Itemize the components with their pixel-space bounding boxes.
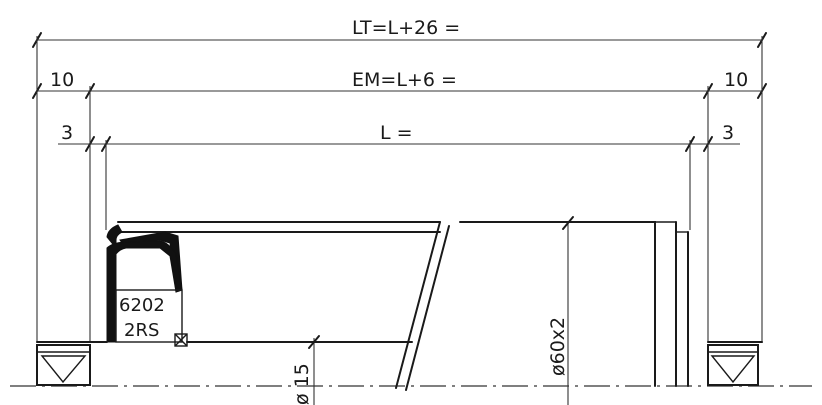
dimension-shaft-diameter: ø 15 xyxy=(291,335,320,405)
dimension-lt: LT=L+26 = xyxy=(32,17,767,48)
dimension-right-inner-label: 3 xyxy=(722,122,734,144)
tube-diameter-label: ø60x2 xyxy=(547,317,569,376)
dimension-l-label: L = xyxy=(380,122,413,144)
bearing-label-line2: 2RS xyxy=(124,320,159,341)
dimension-l: 3 L = 3 xyxy=(58,122,740,152)
bearing-box: 6202 2RS xyxy=(115,289,188,347)
dimension-left-outer-label: 10 xyxy=(50,69,74,91)
left-shaft-end xyxy=(36,344,91,386)
dimension-lt-label: LT=L+26 = xyxy=(352,17,460,39)
shaft-diameter-label: ø 15 xyxy=(291,363,313,405)
roller-tube xyxy=(117,221,689,387)
end-cap-housing xyxy=(106,224,183,343)
dimension-em-label: EM=L+6 = xyxy=(352,69,457,91)
dimension-left-inner-label: 3 xyxy=(61,122,73,144)
dimension-em: 10 EM=L+6 = 10 xyxy=(32,69,767,99)
extension-lines xyxy=(36,36,763,343)
seal-symbol xyxy=(174,333,188,347)
dimension-right-outer-label: 10 xyxy=(724,69,748,91)
dimension-tube-diameter: ø60x2 xyxy=(547,216,574,405)
break-lines xyxy=(395,221,450,391)
bearing-label-line1: 6202 xyxy=(119,295,165,316)
right-shaft-end xyxy=(707,344,759,386)
